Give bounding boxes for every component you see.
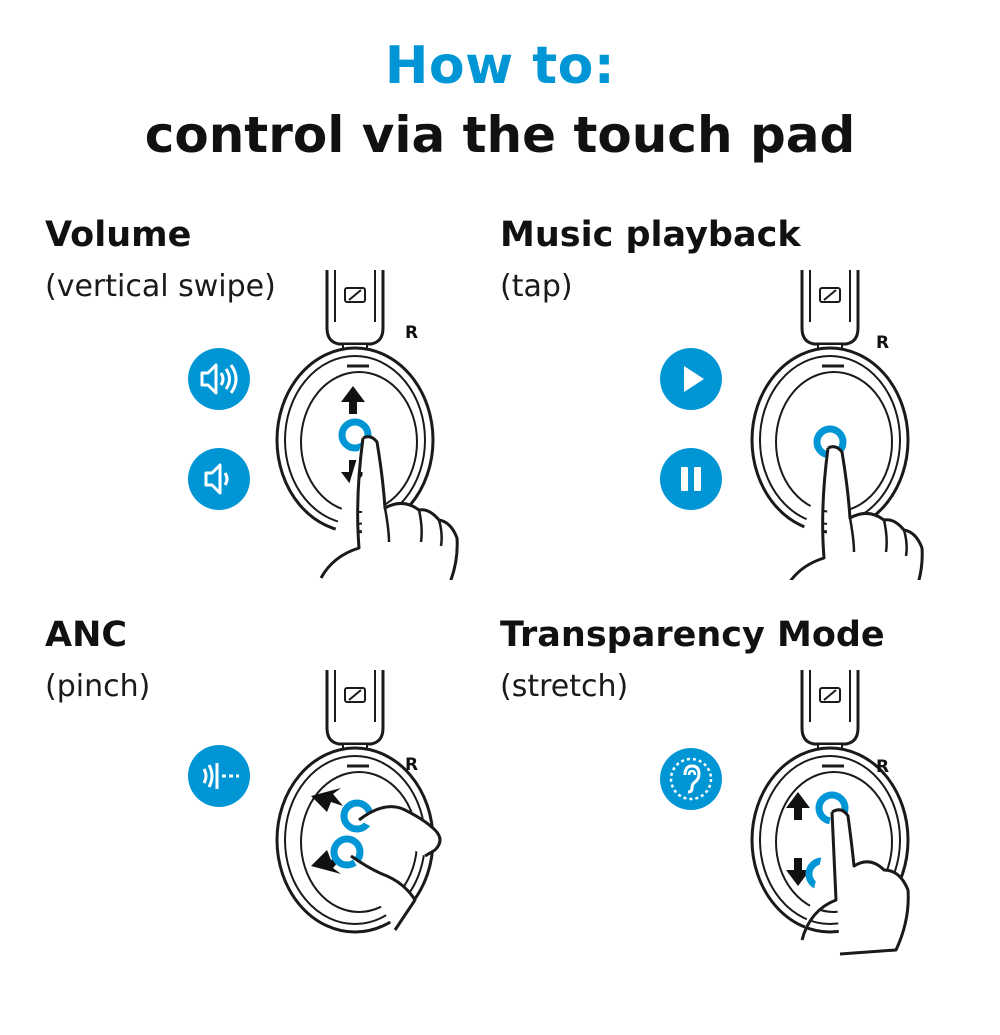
panel-gesture: (vertical swipe) [45, 269, 276, 304]
panel-gesture: (tap) [500, 269, 573, 304]
play-icon [660, 348, 722, 410]
volume-panel: Volume (vertical swipe) R [45, 215, 525, 635]
side-label: R [405, 755, 419, 775]
anc-panel: ANC (pinch) R [45, 615, 525, 1035]
panel-heading: Transparency Mode [500, 615, 885, 655]
panel-gesture: (pinch) [45, 669, 151, 704]
headphone-illustration [275, 670, 442, 934]
headphone-illustration [750, 670, 910, 956]
panel-heading: Music playback [500, 215, 801, 255]
volume-down-icon [188, 448, 250, 510]
headphone-illustration [275, 270, 459, 580]
volume-up-icon [188, 348, 250, 410]
panel-heading: ANC [45, 615, 128, 655]
transparency-mode-panel: Transparency Mode (stretch) R [500, 615, 980, 1035]
panel-heading: Volume [45, 215, 192, 255]
side-label: R [876, 757, 890, 777]
panel-gesture: (stretch) [500, 669, 629, 704]
side-label: R [876, 333, 890, 353]
page-title: How to: [384, 36, 616, 96]
headphone-illustration [750, 270, 924, 580]
music-playback-panel: Music playback (tap) R [500, 215, 980, 635]
anc-icon [188, 745, 250, 807]
pause-icon [660, 448, 722, 510]
ear-transparency-icon [660, 748, 722, 810]
page-subtitle: control via the touch pad [144, 106, 856, 164]
side-label: R [405, 323, 419, 343]
